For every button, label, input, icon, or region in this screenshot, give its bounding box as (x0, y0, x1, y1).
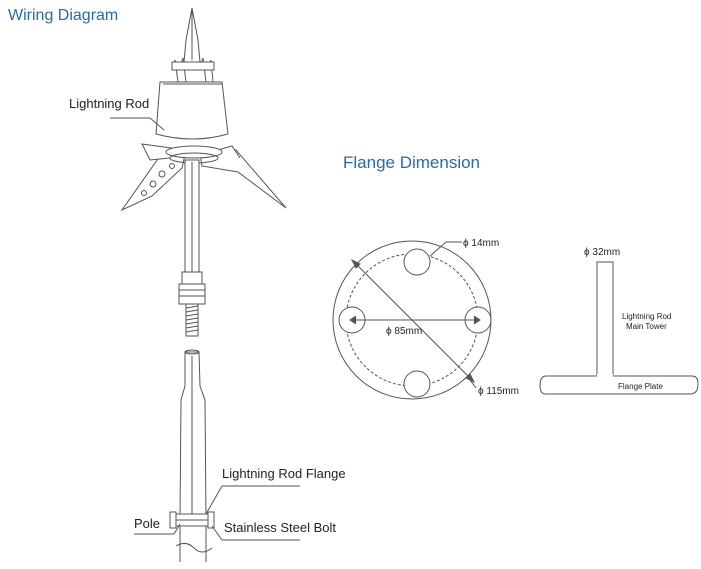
tower-diameter-label: ϕ 32mm (584, 247, 620, 258)
lightning-rod-label: Lightning Rod (69, 96, 149, 111)
pole-label: Pole (134, 516, 160, 531)
tower-label-line-2: Main Tower (626, 322, 667, 331)
flange-plate-label: Flange Plate (618, 382, 663, 391)
tower-label-line-1: Lightning Rod (622, 312, 671, 321)
flange-plate-shape (539, 375, 699, 395)
bolt-hole-bottom (403, 370, 431, 398)
flange-plate-top-view (332, 240, 492, 400)
flange-side-view (539, 261, 699, 395)
rod-flange-label: Lightning Rod Flange (222, 466, 346, 481)
bolt-hole-top (403, 248, 431, 276)
flange-dimension-title: Flange Dimension (343, 153, 480, 172)
outer-diameter-label: ϕ 115mm (478, 386, 519, 397)
lightning-rod-drawing (120, 7, 287, 562)
leader-lines (110, 117, 300, 541)
bolt-label: Stainless Steel Bolt (224, 520, 336, 535)
wiring-diagram-title: Wiring Diagram (8, 7, 118, 24)
main-tower-shape (596, 261, 614, 381)
bolt-circle-diameter-label: ϕ 85mm (386, 326, 422, 337)
hole-diameter-label: ϕ 14mm (463, 238, 499, 249)
